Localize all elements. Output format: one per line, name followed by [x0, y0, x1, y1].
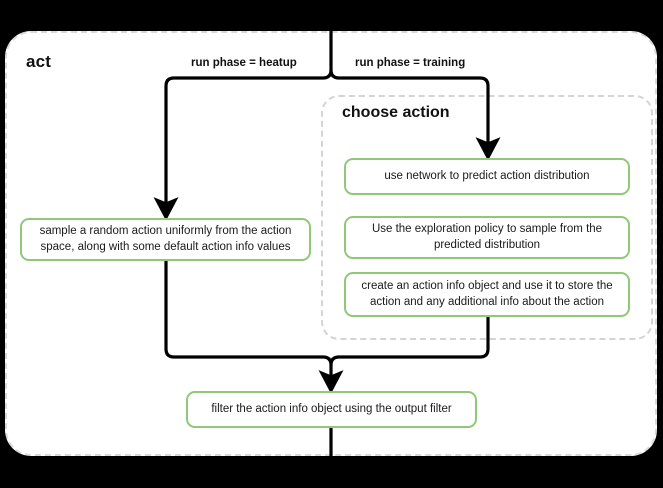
step-sample-random-action[interactable]: sample a random action uniformly from th… — [20, 218, 311, 261]
step-create-action-info[interactable]: create an action info object and use it … — [344, 272, 630, 317]
step-exploration-policy[interactable]: Use the exploration policy to sample fro… — [344, 216, 630, 259]
edge-label-training: run phase = training — [355, 57, 466, 69]
step-filter-output[interactable]: filter the action info object using the … — [186, 391, 477, 428]
act-title: act — [26, 52, 52, 71]
edge-label-heatup: run phase = heatup — [191, 57, 297, 69]
choose-action-title: choose action — [342, 104, 450, 121]
step-use-network-predict[interactable]: use network to predict action distributi… — [344, 158, 630, 195]
